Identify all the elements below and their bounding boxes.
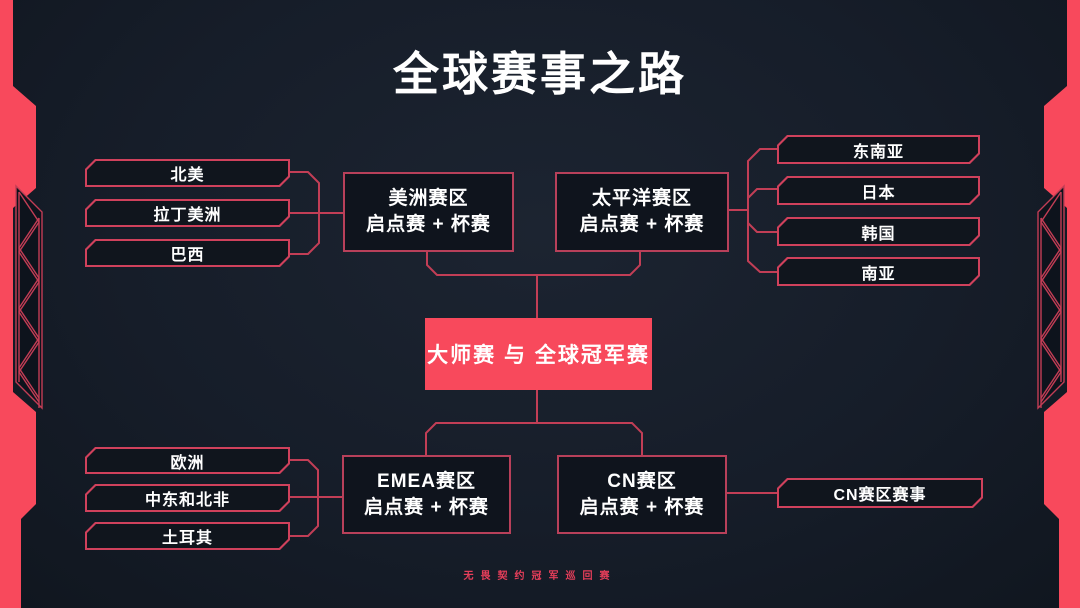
region-name: EMEA赛区	[377, 470, 476, 492]
node-masters-champions: 大师赛 与 全球冠军赛	[425, 318, 652, 390]
connector-emea-bracket	[288, 459, 342, 537]
connector-bottom-split	[425, 390, 643, 455]
left-truss-icon	[15, 184, 43, 410]
region-sub: 启点赛 + 杯赛	[364, 496, 489, 518]
page-title: 全球赛事之路	[393, 48, 687, 100]
node-label: CN赛区赛事	[833, 487, 927, 504]
node-north-america: 北美	[85, 159, 290, 187]
node-label: 日本	[861, 184, 896, 202]
node-americas-region: 美洲赛区 启点赛 + 杯赛	[343, 172, 514, 252]
node-pacific-region: 太平洋赛区 启点赛 + 杯赛	[555, 172, 729, 252]
node-label: 韩国	[861, 225, 896, 243]
node-brazil: 巴西	[85, 239, 290, 267]
region-name: 太平洋赛区	[591, 188, 692, 210]
right-truss-icon	[1037, 184, 1065, 410]
node-latin-america: 拉丁美洲	[85, 199, 290, 227]
node-south-asia: 南亚	[777, 257, 980, 286]
connector-pacific-bracket	[725, 148, 777, 273]
node-emea-region: EMEA赛区 启点赛 + 杯赛	[342, 455, 511, 534]
node-label: 中东和北非	[144, 492, 230, 509]
node-japan: 日本	[777, 176, 980, 205]
connector-americas-bracket	[288, 171, 343, 255]
node-label: 北美	[170, 167, 205, 184]
right-edge-decoration	[1044, 0, 1080, 608]
region-sub: 启点赛 + 杯赛	[366, 214, 491, 235]
node-label: 巴西	[170, 247, 205, 264]
connector-top-merge	[426, 248, 641, 318]
region-name: CN赛区	[607, 470, 677, 492]
node-turkey: 土耳其	[85, 522, 290, 550]
node-label: 拉丁美洲	[153, 207, 222, 224]
node-label: 土耳其	[161, 530, 213, 547]
node-southeast-asia: 东南亚	[777, 135, 980, 164]
node-label: 南亚	[861, 265, 896, 283]
node-mena: 中东和北非	[85, 484, 290, 512]
region-name: 美洲赛区	[388, 188, 469, 210]
region-sub: 启点赛 + 杯赛	[579, 496, 705, 518]
footer-tagline: 无畏契约冠军巡回赛	[463, 571, 617, 582]
region-sub: 启点赛 + 杯赛	[579, 214, 705, 235]
node-cn-events: CN赛区赛事	[777, 478, 983, 508]
node-korea: 韩国	[777, 217, 980, 246]
node-label: 欧洲	[170, 454, 205, 472]
node-cn-region: CN赛区 启点赛 + 杯赛	[557, 455, 727, 534]
node-europe: 欧洲	[85, 447, 290, 474]
left-edge-decoration	[0, 0, 36, 608]
node-label: 大师赛 与 全球冠军赛	[427, 344, 650, 367]
node-label: 东南亚	[852, 143, 904, 161]
